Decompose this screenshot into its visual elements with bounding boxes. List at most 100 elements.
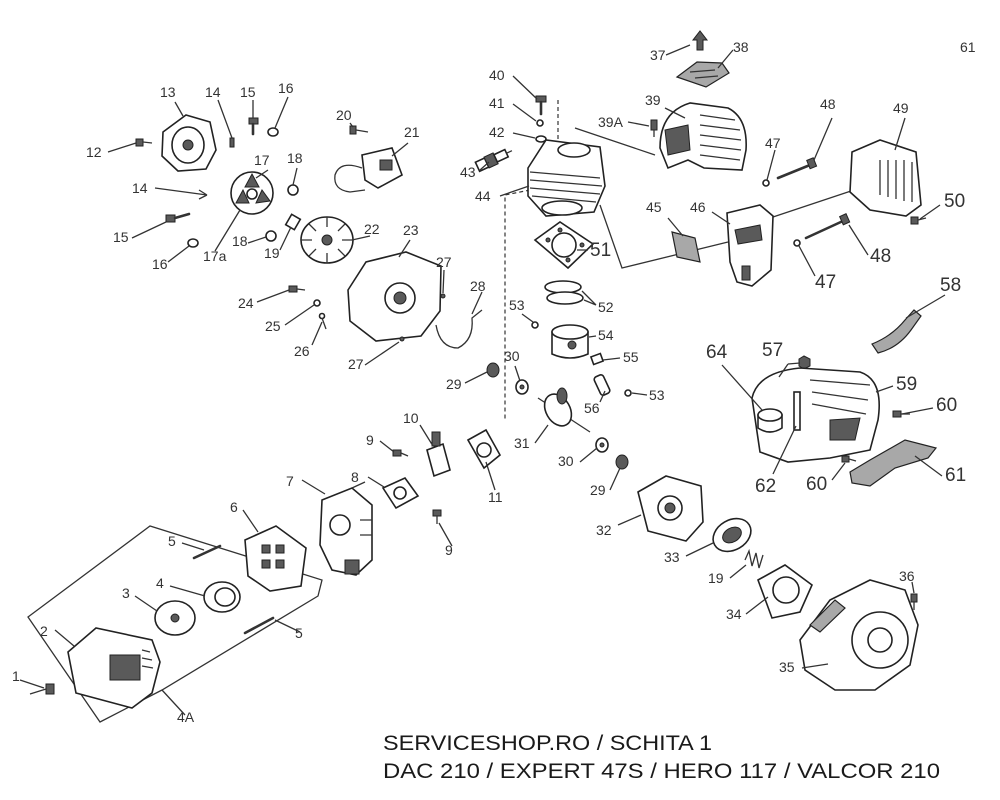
part-16-washer-upper <box>267 127 279 137</box>
part-label-4a: 4A <box>177 709 195 725</box>
part-28-wire-clip <box>435 309 483 349</box>
part-5-bolt-upper <box>192 544 222 560</box>
part-53-circlip <box>531 321 539 329</box>
part-label-29-upper: 29 <box>446 376 462 392</box>
part-label-57: 57 <box>762 340 783 361</box>
part-label-47-upper: 47 <box>765 135 781 151</box>
part-9-screw-lower <box>432 509 442 524</box>
part-label-1: 1 <box>12 668 20 684</box>
part-label-31: 31 <box>514 435 530 451</box>
part-label-11: 11 <box>488 489 503 505</box>
part-58-bracket <box>871 309 922 354</box>
part-label-27-upper: 27 <box>436 254 452 270</box>
part-label-58: 58 <box>940 275 961 296</box>
part-label-15-upper: 15 <box>240 84 256 100</box>
part-label-21: 21 <box>404 124 420 140</box>
part-48-bolt-lower <box>804 213 851 240</box>
part-11-gasket <box>466 428 502 470</box>
part-label-38: 38 <box>733 39 749 55</box>
part-23-crankcase-half <box>347 251 442 342</box>
caption-line-1: SERVICESHOP.RO / SCHITA 1 <box>383 732 712 755</box>
part-26-pin <box>318 312 327 330</box>
part-19-spring-block <box>284 213 302 231</box>
part-36-screw <box>910 593 918 610</box>
part-6-filter-holder <box>244 525 307 592</box>
part-31-crankshaft <box>537 387 591 433</box>
part-label-9-lower: 9 <box>445 542 453 558</box>
part-38-cap <box>675 61 730 88</box>
part-29-bearing-lower <box>615 454 629 470</box>
part-56-piston-pin <box>593 374 611 396</box>
caption-line-2: DAC 210 / EXPERT 47S / HERO 117 / VALCOR… <box>383 760 940 783</box>
part-label-13: 13 <box>160 84 176 100</box>
part-25-washer <box>313 299 321 307</box>
part-3-disk <box>154 600 196 636</box>
part-7-carburetor <box>319 481 373 576</box>
part-24-screw <box>288 285 306 293</box>
assembly-dashed-lines <box>504 100 559 420</box>
part-29-bearing-upper <box>486 362 500 378</box>
part-label-37: 37 <box>650 47 666 63</box>
part-label-42: 42 <box>489 124 505 140</box>
part-label-39: 39 <box>645 92 661 108</box>
part-label-30-lower: 30 <box>558 453 574 469</box>
part-39a-screw <box>650 119 658 137</box>
part-label-43: 43 <box>460 164 476 180</box>
part-label-61: 61 <box>945 465 966 486</box>
part-label-2: 2 <box>40 623 48 639</box>
part-47-washer-upper <box>762 179 770 187</box>
part-label-64: 64 <box>706 342 728 363</box>
part-35-recoil-starter <box>799 579 919 691</box>
part-label-39a: 39A <box>598 114 624 130</box>
part-label-60-lower: 60 <box>806 474 827 495</box>
part-47-washer-lower <box>793 239 801 247</box>
group-4a-outline <box>27 525 323 723</box>
part-label-40: 40 <box>489 67 505 83</box>
part-label-3: 3 <box>122 585 130 601</box>
part-33-seal-ring <box>712 517 752 553</box>
part-label-4: 4 <box>156 575 164 591</box>
part-48-bolt-upper <box>776 157 818 180</box>
part-label-45: 45 <box>646 199 662 215</box>
part-61-bracket <box>849 439 938 487</box>
part-label-29-lower: 29 <box>590 482 606 498</box>
part-60-screw-lower <box>841 455 857 463</box>
part-15-bolt-left <box>165 212 191 223</box>
part-32-crankcase-half <box>637 475 704 542</box>
part-21-ignition-coil <box>334 147 403 193</box>
part-19-spring <box>744 548 764 569</box>
part-label-7: 7 <box>286 473 294 489</box>
part-42-ring <box>535 135 547 143</box>
part-22-flywheel <box>300 216 354 264</box>
part-55-bearing <box>589 352 605 366</box>
part-label-47-lower: 47 <box>815 272 836 293</box>
part-label-6: 6 <box>230 499 238 515</box>
part-27-pin-upper <box>440 293 446 299</box>
part-label-16-upper: 16 <box>278 80 294 96</box>
part-label-27-lower: 27 <box>348 356 364 372</box>
part-label-60-upper: 60 <box>936 395 957 416</box>
part-label-14-upper: 14 <box>205 84 221 100</box>
part-37-screw <box>691 30 709 51</box>
part-27-pin-lower <box>399 336 405 342</box>
part-45-plate <box>671 231 701 263</box>
part-label-18-upper: 18 <box>287 150 303 166</box>
part-5-bolt-lower <box>243 616 275 635</box>
part-17-clutch <box>230 171 274 215</box>
part-12-screw <box>135 138 153 147</box>
part-30-seal-lower <box>595 437 609 453</box>
part-14-pin-upper <box>229 137 235 148</box>
part-4-filter-element <box>203 581 241 613</box>
part-label-28: 28 <box>470 278 486 294</box>
part-label-48-upper: 48 <box>820 96 836 112</box>
part-54-piston <box>551 324 589 359</box>
part-18-ring-lower <box>265 230 277 242</box>
part-43-spark-plug <box>474 148 513 173</box>
part-label-53: 53 <box>509 297 525 313</box>
part-label-9-upper: 9 <box>366 432 374 448</box>
part-label-30-upper: 30 <box>504 348 520 364</box>
part-8-gasket <box>381 477 420 510</box>
part-51-gasket <box>533 221 595 270</box>
part-16-washer-left <box>187 238 199 248</box>
